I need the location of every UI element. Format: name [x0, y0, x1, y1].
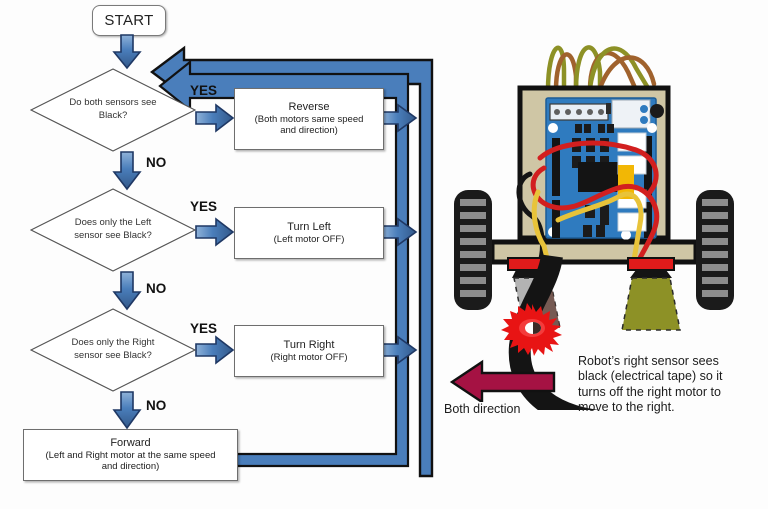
decision-line1: Does only the Left — [74, 217, 152, 229]
decision-left-sensor-black: Does only the Left sensor see Black? — [30, 188, 196, 272]
power-button — [650, 104, 664, 118]
arrow-d1-no-to-d2 — [112, 151, 142, 191]
process-title: Turn Right — [283, 338, 335, 351]
decision-label: Does only the Left sensor see Black? — [30, 188, 196, 272]
caption-line-2: black (electrical tape) so it — [578, 369, 723, 384]
process-sub1: (Left motor OFF) — [273, 233, 345, 245]
caption-line-4: move to the right. — [578, 399, 675, 414]
detection-burst-icon — [501, 303, 562, 356]
caption-line-3: turns off the right motor to — [578, 384, 721, 399]
arrow-turnleft-to-loop — [381, 217, 418, 247]
start-label: START — [104, 12, 154, 29]
red-wire — [537, 140, 659, 197]
label-yes-d1: YES — [190, 83, 218, 98]
process-sub2: and direction) — [101, 461, 160, 473]
arrow-d1-yes-to-reverse — [195, 103, 235, 133]
decision-line2: sensor see Black? — [74, 350, 152, 361]
process-title: Reverse — [288, 101, 330, 114]
caption-line-1: Robot’s right sensor sees — [578, 354, 719, 368]
arrow-d2-yes-to-turnleft — [195, 217, 235, 247]
process-title: Turn Left — [287, 220, 331, 233]
yellow-wire — [531, 189, 551, 265]
decision-line1: Does only the Right — [71, 337, 155, 349]
wheel-right-icon — [696, 190, 734, 310]
process-turn-right: Turn Right (Right motor OFF) — [234, 325, 384, 377]
sensor-beam-right — [621, 277, 681, 331]
arrow-d3-yes-to-turnright — [195, 335, 235, 365]
process-sub1: (Both motors same speed — [254, 114, 364, 126]
label-no-d1: NO — [146, 155, 167, 170]
decision-line2: sensor see Black? — [74, 230, 152, 241]
both-direction-label: Both direction — [444, 402, 521, 416]
robot-illustration — [454, 45, 734, 410]
driver-ic — [578, 162, 618, 192]
arrow-d2-no-to-d3 — [112, 271, 142, 311]
process-title: Forward — [110, 437, 151, 450]
process-reverse: Reverse (Both motors same speed and dire… — [234, 88, 384, 150]
start-node: START — [92, 5, 166, 36]
label-yes-d3: YES — [190, 321, 218, 336]
decision-line1: Do both sensors see — [69, 97, 157, 109]
decision-label: Do both sensors see Black? — [30, 68, 196, 152]
arrow-reverse-to-loop — [381, 103, 418, 133]
decision-right-sensor-black: Does only the Right sensor see Black? — [30, 308, 196, 392]
both-direction-arrow-icon — [449, 359, 556, 402]
label-no-d2: NO — [146, 281, 167, 296]
decision-line2: Black? — [98, 110, 128, 121]
decision-both-sensors-black: Do both sensors see Black? — [30, 68, 196, 152]
arrow-d3-no-to-forward — [112, 391, 142, 430]
process-sub1: (Right motor OFF) — [270, 351, 348, 363]
label-no-d3: NO — [146, 398, 167, 413]
wheel-left-icon — [454, 190, 492, 310]
process-sub1: (Left and Right motor at the same speed — [45, 450, 216, 462]
process-sub2: and direction) — [280, 125, 338, 137]
jumper-wires-icon — [545, 45, 657, 93]
decision-label: Does only the Right sensor see Black? — [30, 308, 196, 392]
arrow-start-to-d1 — [112, 34, 142, 70]
process-forward: Forward (Left and Right motor at the sam… — [23, 429, 238, 481]
process-turn-left: Turn Left (Left motor OFF) — [234, 207, 384, 259]
sensor-body-right — [630, 270, 672, 278]
photo-caption: Robot’s right sensor sees black (electri… — [578, 354, 764, 415]
label-yes-d2: YES — [190, 199, 218, 214]
arrow-turnright-to-loop — [381, 335, 418, 365]
sensor-mount-right — [627, 257, 675, 271]
